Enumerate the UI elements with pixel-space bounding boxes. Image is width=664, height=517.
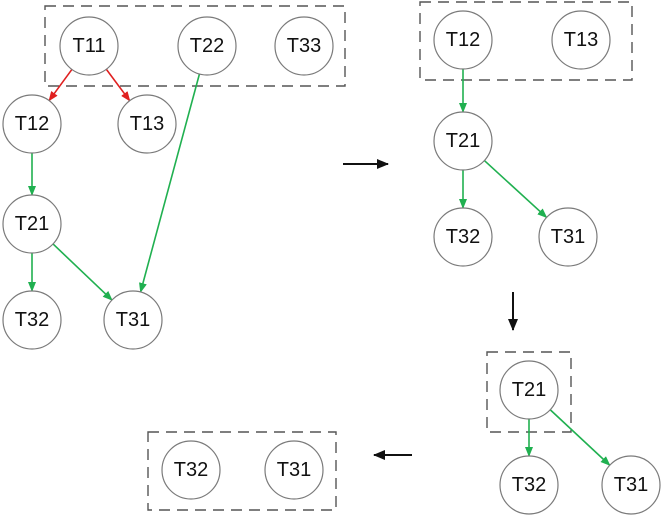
edge-t22-to-t31 — [139, 73, 201, 293]
node-t32: T32 — [161, 440, 221, 500]
node-t12-label: T12 — [15, 113, 49, 135]
node-t11: T11 — [59, 16, 119, 76]
edge-t21-to-t31 — [549, 409, 611, 466]
node-t12: T12 — [2, 94, 62, 154]
node-t32-label: T32 — [446, 226, 480, 248]
node-t33-label: T33 — [287, 35, 321, 57]
node-t12-label: T12 — [446, 29, 480, 51]
node-t13: T13 — [117, 94, 177, 154]
node-t21-label: T21 — [446, 130, 480, 152]
node-t22: T22 — [177, 16, 237, 76]
node-t31: T31 — [264, 440, 324, 500]
group-box-ready-2 — [419, 1, 633, 81]
node-t33: T33 — [274, 16, 334, 76]
node-t21: T21 — [433, 111, 493, 171]
edge-t11-to-t13 — [105, 68, 131, 102]
node-t32-label: T32 — [512, 474, 546, 496]
node-t31: T31 — [103, 290, 163, 350]
node-t31-label: T31 — [277, 459, 311, 481]
node-t12: T12 — [433, 10, 493, 70]
node-t32: T32 — [433, 207, 493, 267]
node-t11-label: T11 — [73, 35, 106, 57]
node-t13-label: T13 — [130, 113, 164, 135]
node-t22-label: T22 — [190, 35, 224, 57]
node-t13: T13 — [551, 10, 611, 70]
node-t31-label: T31 — [551, 226, 585, 248]
node-t13-label: T13 — [564, 29, 598, 51]
node-t21-label: T21 — [15, 213, 49, 235]
node-t32: T32 — [2, 290, 62, 350]
group-box-ready-4 — [147, 431, 337, 511]
node-t31-label: T31 — [116, 309, 150, 331]
node-t21: T21 — [499, 360, 559, 420]
node-t31: T31 — [601, 455, 661, 515]
node-t32-label: T32 — [174, 459, 208, 481]
node-t32-label: T32 — [15, 309, 49, 331]
node-t21: T21 — [2, 194, 62, 254]
edges-layer — [28, 68, 611, 466]
edge-t21-to-t31 — [483, 159, 548, 219]
node-t31-label: T31 — [614, 474, 648, 496]
edge-t11-to-t12 — [48, 68, 73, 102]
node-t32: T32 — [499, 455, 559, 515]
node-t21-label: T21 — [512, 379, 546, 401]
edge-t21-to-t31 — [52, 243, 113, 301]
group-box-ready-1 — [44, 5, 346, 87]
node-t31: T31 — [538, 207, 598, 267]
